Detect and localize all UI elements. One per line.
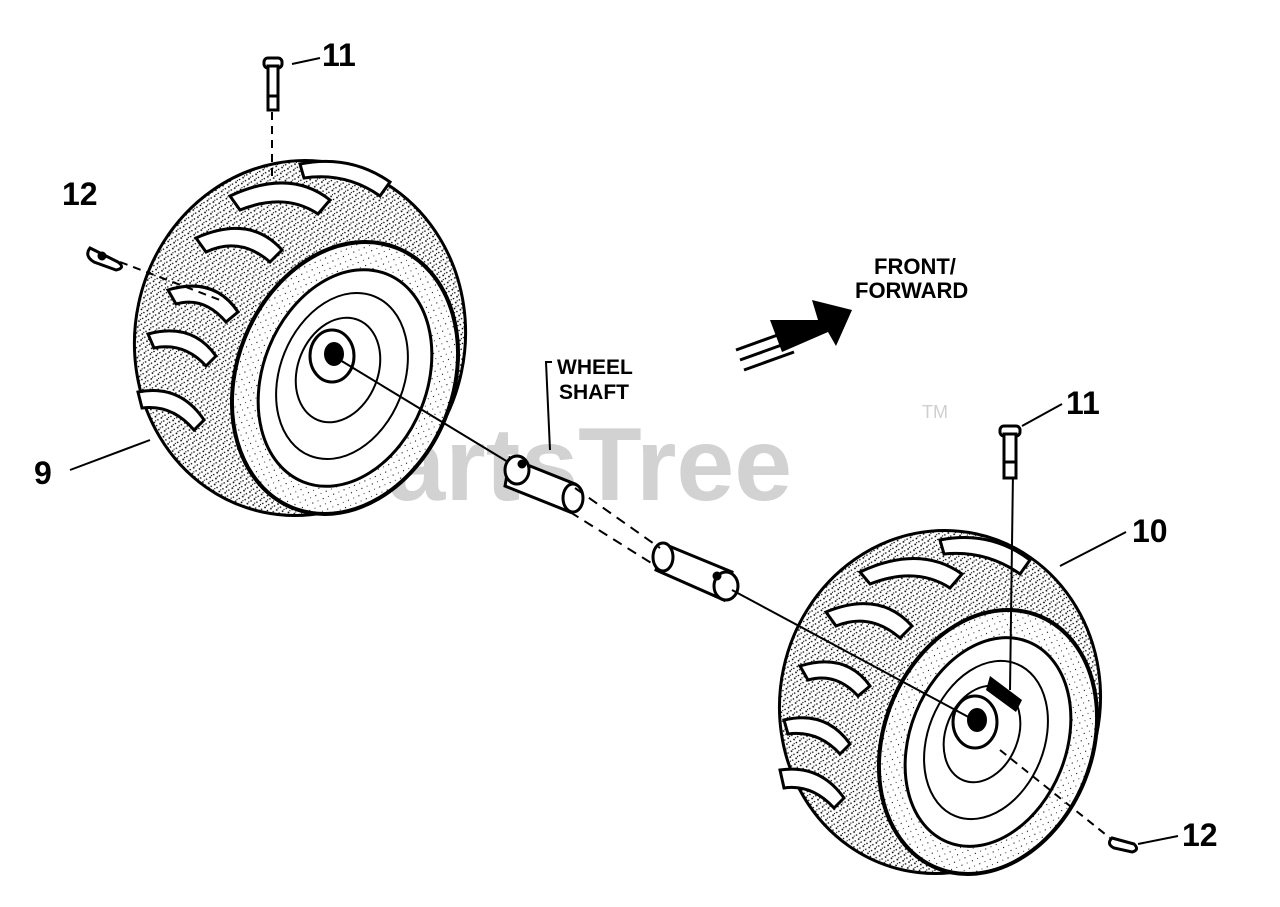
clip-left-line	[119, 261, 221, 301]
tire-right-lugs	[778, 536, 1033, 811]
clip-left	[86, 246, 123, 272]
clip-right	[1107, 836, 1139, 854]
leader-9	[69, 439, 151, 471]
axis-line-left-hub	[339, 359, 509, 463]
clevis-pin-left	[262, 56, 284, 112]
wheel-left	[132, 159, 468, 517]
shaft-half-1-end	[503, 454, 531, 486]
watermark-trademark: TM	[922, 402, 948, 422]
arrow-icon	[735, 300, 852, 372]
leader-12-right	[1137, 835, 1179, 845]
leader-wheel-shaft	[544, 361, 552, 451]
wheel-shaft	[503, 454, 740, 603]
hub-right	[951, 676, 1022, 750]
clevis-pin-right	[998, 424, 1022, 480]
front-label-line1: FRONT/	[874, 254, 956, 279]
clip-right-line	[999, 749, 1111, 839]
callout-11-right: 11	[1066, 385, 1100, 421]
callout-9: 9	[34, 455, 52, 491]
shaft-label-line1: WHEEL	[557, 356, 633, 379]
leader-11-left	[291, 57, 321, 65]
leader-11-right	[1021, 403, 1063, 427]
axis-line-shaft-top	[574, 487, 661, 549]
shaft-label-line2: SHAFT	[559, 381, 629, 404]
tire-left-lugs	[136, 159, 393, 433]
callout-11-left: 11	[322, 37, 356, 73]
callout-12-right: 12	[1182, 817, 1218, 853]
wheel-right	[777, 529, 1103, 876]
hub-left	[308, 328, 356, 384]
callout-10: 10	[1132, 513, 1168, 549]
front-label-line2: FORWARD	[855, 278, 968, 303]
axis-line-right-hub	[731, 589, 975, 721]
hub-right-pin-boss	[986, 676, 1022, 712]
callout-12-left: 12	[62, 176, 98, 212]
assembly-lines	[69, 57, 1179, 845]
pin-right-line	[1009, 471, 1014, 691]
leader-10	[1059, 531, 1127, 567]
rim-left	[275, 291, 409, 461]
